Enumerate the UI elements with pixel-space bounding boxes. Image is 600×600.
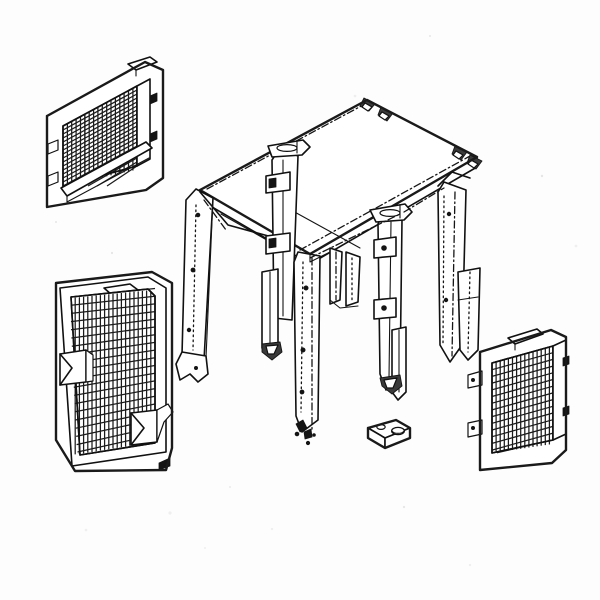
canopy-post-rear-left-centreline (192, 204, 197, 351)
screen-lower-left-aperture-outline (70, 288, 156, 456)
canopy-brace-rear-left-hidden (203, 199, 227, 231)
canopy-post-front-right-foot-inner (383, 377, 398, 389)
scan-noise (55, 35, 578, 567)
canopy-hanger-bottom-link (329, 299, 359, 309)
screen-right-outline (478, 328, 568, 472)
screen-upper-left-latch-bottom (149, 130, 158, 143)
canopy-post-rear-left-foot (175, 351, 209, 383)
canopy-hidden-link-far-right (403, 187, 445, 213)
canopy-post-centre-left-hole-2 (300, 347, 306, 353)
canopy-post-centre-left-dotline (300, 261, 304, 413)
canopy-post-front-left-clamp-1-slot (268, 177, 277, 189)
canopy-post-rear-left (175, 188, 284, 383)
canopy-post-rear-left-hole-3 (186, 327, 192, 333)
canopy-post-front-right-clamp-1-hole (381, 245, 387, 251)
screen-upper-left-latch-top (149, 92, 158, 105)
canopy-hanger-right (345, 251, 361, 307)
screen-lower-left-latch-gusset-bottom (130, 412, 145, 446)
screen-upper-left-bottom-rail (60, 141, 153, 197)
canopy-post-rear-right-hole-2 (443, 297, 449, 303)
canopy-post-rear-left-hole-4 (193, 365, 198, 370)
canopy-brace-rear-left (199, 191, 284, 241)
canopy-gusset-rear-right (437, 171, 471, 187)
mount-bracket-outline (366, 418, 412, 450)
canopy-roof-side-centreline (299, 155, 471, 251)
screen-right-stile (552, 339, 567, 441)
canopy-post-rear-left-hole-1 (195, 212, 201, 218)
canopy-post-rear-right-dotline (442, 195, 445, 345)
canopy-post-rear-right-plate-rib (457, 296, 479, 301)
screen-lower-left-latch-lip-bottom (156, 403, 174, 443)
screen-upper-left-bottom-rail-edge (66, 157, 150, 203)
canopy-post-rear-right-centreline (451, 191, 456, 357)
canopy-post-rear-right-plate-centre (467, 271, 471, 353)
screen-lower-left-outline (54, 270, 174, 473)
canopy-roof-tabs-right (451, 145, 483, 170)
canopy-post-front-left-foot-inner (265, 344, 279, 355)
canopy-post-rear-right (437, 171, 481, 363)
canopy-post-centre-left-hole-3 (299, 389, 305, 395)
canopy-post-front-left-pin (276, 144, 298, 153)
canopy-post-front-left (261, 139, 311, 361)
part-canopy-frame (175, 97, 483, 446)
canopy-post-front-right-clamp-2-hole (381, 305, 387, 311)
canopy-post-centre-left-broken-end (294, 419, 316, 446)
canopy-post-centre-left-hole-1 (303, 285, 309, 291)
screen-right-hinge-bracket-bottom (467, 419, 483, 438)
canopy-post-rear-right-hole-1 (446, 211, 452, 217)
canopy-post-front-left-clamp-2-slot (268, 237, 277, 249)
canopy-post-centre-left-body (293, 251, 321, 433)
part-screen-upper-left (45, 56, 165, 209)
canopy-roof-corner-detail (309, 251, 331, 263)
screen-right-hinge-hole-bottom (470, 425, 475, 430)
screen-upper-left-outline (45, 60, 165, 209)
mount-bracket-hole-2-shade (391, 430, 405, 434)
part-screen-lower-left (54, 270, 174, 473)
canopy-post-rear-left-hole-2 (190, 267, 196, 273)
canopy-mid-hangers (329, 247, 361, 309)
canopy-post-front-right (369, 203, 413, 401)
screen-lower-left-latch-lip-top (85, 349, 94, 383)
part-screen-right (467, 328, 570, 472)
canopy-post-centre-left (293, 251, 321, 446)
screen-lower-left-latch-gusset-top (59, 353, 73, 386)
screen-right-hinge-bracket-top (467, 370, 483, 389)
canopy-hidden-link-right (309, 213, 401, 259)
canopy-post-rear-left-edge (205, 197, 214, 359)
canopy-roof-rib-mid (290, 209, 361, 249)
screen-right-hinge-hole-top (470, 377, 475, 382)
part-mount-bracket (366, 418, 412, 450)
